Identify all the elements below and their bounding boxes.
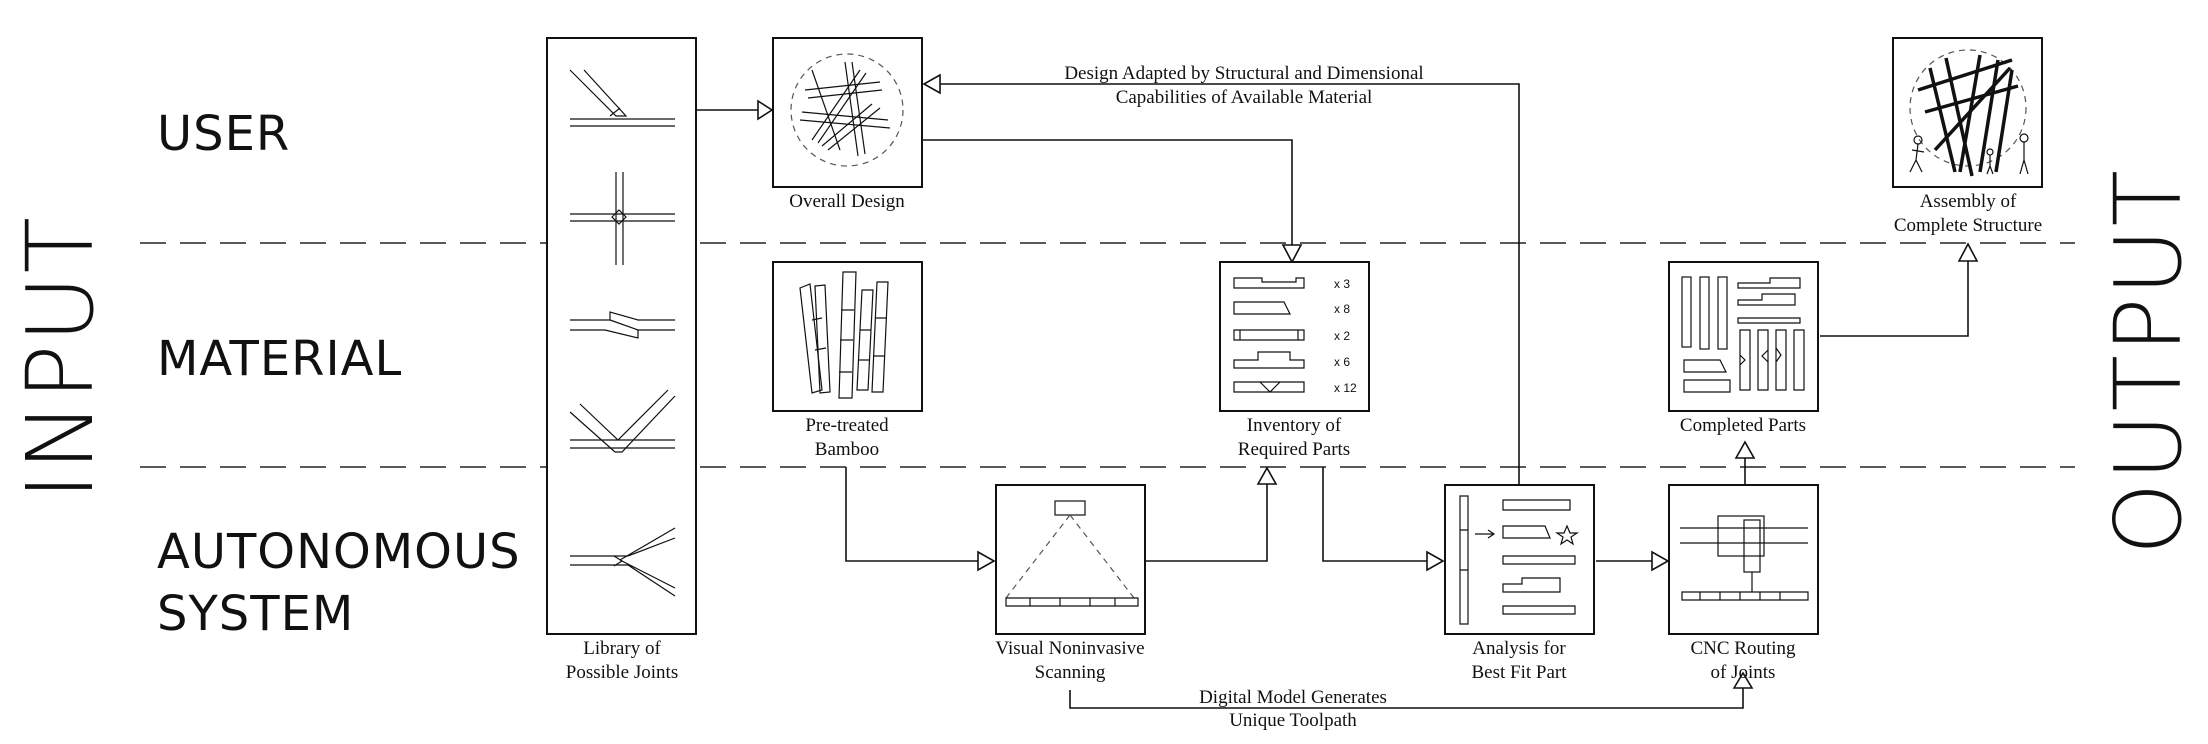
inventory-node: x 3 x 8 x 2 x 6 x 12 Inventory of Requir… <box>1219 261 1370 460</box>
cnc-caption-2: of Joints <box>1711 662 1776 683</box>
overall-design-node: Overall Design <box>772 37 923 212</box>
bamboo-sketch <box>799 271 889 399</box>
connectors <box>696 73 1979 709</box>
inventory-parts <box>1233 277 1305 393</box>
feedback-label-2: Capabilities of Available Material <box>1116 87 1373 108</box>
design-sketch <box>799 61 891 157</box>
people-icons <box>1909 133 2029 175</box>
inventory-qty-2: x 8 <box>1334 302 1350 316</box>
toolpath-label-1: Digital Model Generates <box>1199 687 1387 708</box>
analysis-sketch <box>1459 495 1579 625</box>
scanning-node: Visual Noninvasive Scanning <box>995 484 1146 683</box>
assembly-sketch <box>1917 54 2019 177</box>
assembly-caption-2: Complete Structure <box>1894 215 2042 236</box>
assembly-node: Assembly of Complete Structure <box>1892 37 2043 236</box>
joint-icon-3 <box>570 311 675 339</box>
completed-sketch <box>1681 276 1805 393</box>
scanning-caption-1: Visual Noninvasive <box>995 638 1144 659</box>
inventory-qty-5: x 12 <box>1334 381 1357 395</box>
library-caption-2: Possible Joints <box>566 662 678 683</box>
cnc-caption-1: CNC Routing <box>1690 638 1796 659</box>
row-label-material: MATERIAL <box>157 331 402 387</box>
input-label: INPUT <box>7 215 114 500</box>
bamboo-node: Pre-treated Bamboo <box>772 261 923 460</box>
overall-design-box <box>772 37 923 188</box>
bamboo-caption-1: Pre-treated <box>805 415 889 436</box>
library-caption-1: Library of <box>583 638 661 659</box>
joint-icon-4 <box>569 389 676 453</box>
completed-caption: Completed Parts <box>1680 415 1806 436</box>
joint-icon-2 <box>570 172 675 265</box>
library-node: Library of Possible Joints <box>546 37 697 683</box>
bamboo-caption-2: Bamboo <box>815 439 879 460</box>
analysis-box <box>1444 484 1595 635</box>
completed-box <box>1668 261 1819 412</box>
inventory-qty-4: x 6 <box>1334 355 1350 369</box>
scanning-caption-2: Scanning <box>1035 662 1106 683</box>
analysis-caption-1: Analysis for <box>1472 638 1566 659</box>
toolpath-label-2: Unique Toolpath <box>1229 710 1357 731</box>
cnc-sketch <box>1680 515 1809 601</box>
library-box <box>546 37 697 635</box>
analysis-caption-2: Best Fit Part <box>1471 662 1567 683</box>
joint-icon-1 <box>569 69 675 127</box>
overall-design-caption: Overall Design <box>789 191 905 212</box>
scanning-box <box>995 484 1146 635</box>
completed-node: Completed Parts <box>1668 261 1819 436</box>
inventory-caption-2: Required Parts <box>1238 439 1350 460</box>
joint-icon-5 <box>570 527 676 597</box>
assembly-caption-1: Assembly of <box>1920 191 2017 212</box>
output-label: OUTPUT <box>2095 168 2202 555</box>
inventory-qty-1: x 3 <box>1334 277 1350 291</box>
inventory-caption-1: Inventory of <box>1247 415 1342 436</box>
row-label-system: SYSTEM <box>157 586 354 642</box>
inventory-qty-3: x 2 <box>1334 329 1350 343</box>
feedback-label-1: Design Adapted by Structural and Dimensi… <box>1064 63 1423 84</box>
row-label-user: USER <box>157 106 290 162</box>
analysis-node: Analysis for Best Fit Part <box>1444 484 1595 683</box>
row-label-autonomous: AUTONOMOUS <box>157 524 521 580</box>
inventory-box <box>1219 261 1370 412</box>
bamboo-box <box>772 261 923 412</box>
cnc-node: CNC Routing of Joints <box>1668 484 1819 683</box>
